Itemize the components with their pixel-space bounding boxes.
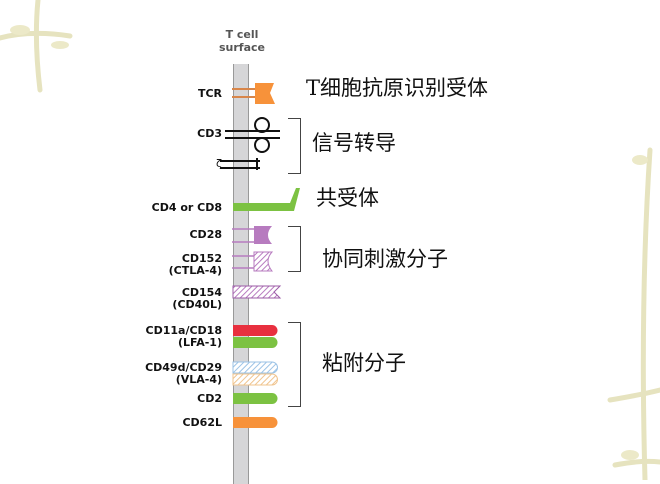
label-cd49d: CD49d/CD29(VLA-4) <box>145 362 222 386</box>
label-cd28: CD28 <box>189 228 222 241</box>
tcr-shape <box>232 83 275 104</box>
bracket-signal <box>288 118 301 174</box>
label-cd2: CD2 <box>197 392 222 405</box>
lfa1-green <box>233 337 278 348</box>
label-cd152: CD152(CTLA-4) <box>169 253 222 277</box>
cd3-shape <box>220 117 280 170</box>
group-coreceptor: 共受体 <box>316 186 379 210</box>
group-costim: 协同刺激分子 <box>322 247 448 271</box>
cd62l-shape <box>233 417 278 428</box>
label-cd3: CD3 <box>197 127 222 140</box>
cd11a-alias: (LFA-1) <box>177 336 222 349</box>
cd152-shape <box>232 251 274 272</box>
cd2-shape <box>233 393 278 404</box>
group-adhesion: 粘附分子 <box>322 351 406 375</box>
cd154-shape <box>232 285 282 299</box>
label-tcr: TCR <box>197 87 222 100</box>
lfa1-red <box>233 325 278 336</box>
cd28-shape <box>232 226 272 244</box>
cd4-shape <box>233 188 300 211</box>
title-line2: surface <box>219 41 265 54</box>
vla4-tan <box>232 373 278 386</box>
membrane-title: T cell surface <box>212 28 272 54</box>
title-line1: T cell <box>225 28 259 41</box>
group-signal: 信号转导 <box>312 131 396 155</box>
bracket-costim <box>288 226 301 272</box>
label-zeta: ζ <box>216 157 222 170</box>
label-cd11a: CD11a/CD18(LFA-1) <box>146 325 222 349</box>
cd154-alias: (CD40L) <box>172 298 222 311</box>
bracket-adhesion <box>288 322 301 407</box>
cd154-name: CD154 <box>181 286 222 299</box>
group-tcr: T细胞抗原识别受体 <box>306 76 489 100</box>
label-cd154: CD154(CD40L) <box>172 287 222 311</box>
cd49d-name: CD49d/CD29 <box>145 361 222 374</box>
cd152-alias: (CTLA-4) <box>168 264 222 277</box>
label-cd4-cd8: CD4 or CD8 <box>151 201 222 214</box>
label-cd62l: CD62L <box>182 416 222 429</box>
cd152-name: CD152 <box>181 252 222 265</box>
cd49d-alias: (VLA-4) <box>175 373 222 386</box>
vla4-blue <box>232 361 278 374</box>
cd11a-name: CD11a/CD18 <box>145 324 222 337</box>
